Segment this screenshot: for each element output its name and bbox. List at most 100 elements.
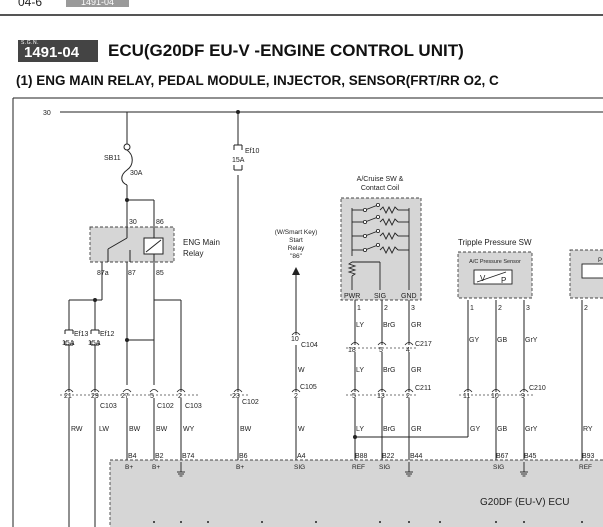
c217-p1: 18	[348, 347, 356, 354]
wire-color-labels: RW LW BW BW WY BW W W LY BrG GR LY BrG G…	[71, 322, 593, 433]
ecu-pin-b88: B88	[355, 453, 368, 460]
c103b-p1: 2	[178, 393, 182, 400]
ecu-pin-b22: B22	[382, 453, 395, 460]
c102b-p1: 23	[232, 393, 240, 400]
wire-ly-1: LY	[356, 322, 364, 329]
fuse-ef13-name: Ef13	[74, 331, 89, 338]
fuse-ef13-rating: 15A	[62, 340, 75, 347]
eng-main-relay	[89, 226, 175, 263]
ecu-pin-b45: B45	[524, 453, 537, 460]
ecu-pin-b93: B93	[582, 453, 595, 460]
ecu-bottom-marks	[153, 521, 583, 523]
ecu-pin-func-b67: SIG	[493, 464, 504, 471]
cruise-label-line1: A/Cruise SW &	[357, 176, 404, 183]
fuse-ef13-ef12	[64, 329, 100, 346]
smart-key-line3: Relay	[288, 245, 305, 252]
relay-label-line2: Relay	[183, 249, 203, 258]
c217-name: C217	[415, 341, 432, 348]
ecu-pin-func-a4: SIG	[294, 464, 305, 471]
c211-p2: 13	[377, 393, 385, 400]
ecu-pin-b2: B2	[155, 453, 164, 460]
c211-p3: 2	[406, 393, 410, 400]
pressure-title: Tripple Pressure SW	[458, 238, 532, 247]
section-tag-mini-label: S.G.N.	[21, 40, 40, 46]
wire-ly-2: LY	[356, 367, 364, 374]
ecu-title: G20DF (EU-V) ECU	[480, 497, 569, 508]
pressure-pin-3: 3	[526, 305, 530, 312]
wire-gr-1: GR	[411, 322, 422, 329]
c104-name: C104	[301, 342, 318, 349]
pressure-pin-2: 2	[498, 305, 502, 312]
smart-key-line2: Start	[289, 237, 303, 244]
relay-pin-87a: 87a	[97, 270, 109, 277]
fuse-ef10	[233, 144, 243, 171]
cruise-pin-2: 2	[384, 305, 388, 312]
partial-pin-2: 2	[584, 305, 588, 312]
c102a-p1: 27	[121, 393, 129, 400]
pressure-p-mark: P	[501, 276, 506, 285]
page-number: 04-6	[18, 0, 43, 9]
c104-pin: 10	[291, 336, 299, 343]
c210-p2: 10	[491, 393, 499, 400]
pressure-sensor	[457, 251, 533, 299]
cruise-pin-1: 1	[357, 305, 361, 312]
junction-dots	[93, 110, 357, 439]
wire-wy: WY	[183, 426, 195, 433]
relay-pin-85: 85	[156, 270, 164, 277]
section-tag: S.G.N. 1491-04	[18, 40, 98, 62]
smart-key-arrow	[292, 267, 300, 275]
c210-p3: 9	[521, 393, 525, 400]
fuse-sb11-rating: 30A	[130, 170, 143, 177]
page-header: 04-6 1491-04	[0, 0, 603, 17]
page-title: ECU(G20DF EU-V -ENGINE CONTROL UNIT)	[108, 41, 464, 60]
wire-gry-1: GrY	[525, 337, 538, 344]
wire-brg-2: BrG	[383, 367, 395, 374]
ecu-pin-b44: B44	[410, 453, 423, 460]
partial-right-component	[569, 249, 603, 299]
c210-name: C210	[529, 385, 546, 392]
ecu-pin-b67: B67	[496, 453, 509, 460]
smart-key-line1: (W/Smart Key)	[275, 229, 318, 236]
c210-p1: 11	[463, 393, 470, 400]
pressure-inner-label: A/C Pressure Sensor	[469, 259, 521, 265]
partial-inner-label: P	[598, 258, 602, 264]
pressure-v-mark: V	[480, 274, 486, 283]
cruise-pin-pwr: PWR	[344, 293, 360, 300]
c211-p1: 5	[352, 393, 356, 400]
wire-gb-1: GB	[497, 337, 507, 344]
c103a-p1: 21	[64, 393, 72, 400]
connector-dashes	[60, 347, 533, 396]
wire-bw-3: BW	[240, 426, 252, 433]
wire-ry: RY	[583, 426, 593, 433]
relay-pin-30: 30	[129, 219, 137, 226]
c103a-p2: 29	[91, 393, 99, 400]
c105-name: C105	[300, 384, 317, 391]
main-wires	[68, 112, 583, 527]
ecu-pin-func-b88: REF	[352, 464, 365, 471]
wire-gy-1: GY	[469, 337, 479, 344]
wire-bw-1: BW	[129, 426, 141, 433]
ecu-box	[109, 459, 603, 527]
cruise-pin-sig: SIG	[374, 293, 386, 300]
wire-ly-3: LY	[356, 426, 364, 433]
connector-arcs	[64, 332, 529, 393]
ecu-ground-symbols	[177, 462, 528, 477]
ecu-pin-b74: B74	[182, 453, 195, 460]
ecu-pin-func-b93: REF	[579, 464, 592, 471]
wire-gy-2: GY	[470, 426, 480, 433]
ecu-pin-b4: B4	[128, 453, 137, 460]
cruise-pin-gnd: GND	[401, 293, 417, 300]
c211-name: C211	[415, 385, 431, 392]
c102a-p2: 5	[150, 393, 154, 400]
ecu-pin-func-b6: B+	[236, 464, 244, 471]
ecu-pin-func-b22: SIG	[379, 464, 390, 471]
relay-pin-86: 86	[156, 219, 164, 226]
diagram-frame	[12, 97, 603, 527]
wire-gr-3: GR	[411, 426, 422, 433]
ecu-pin-func-b2: B+	[152, 464, 160, 471]
section-tag-code: 1491-04	[24, 44, 80, 61]
c102a-name: C102	[157, 403, 174, 410]
header-rule	[0, 14, 603, 16]
wire-gr-2: GR	[411, 367, 422, 374]
